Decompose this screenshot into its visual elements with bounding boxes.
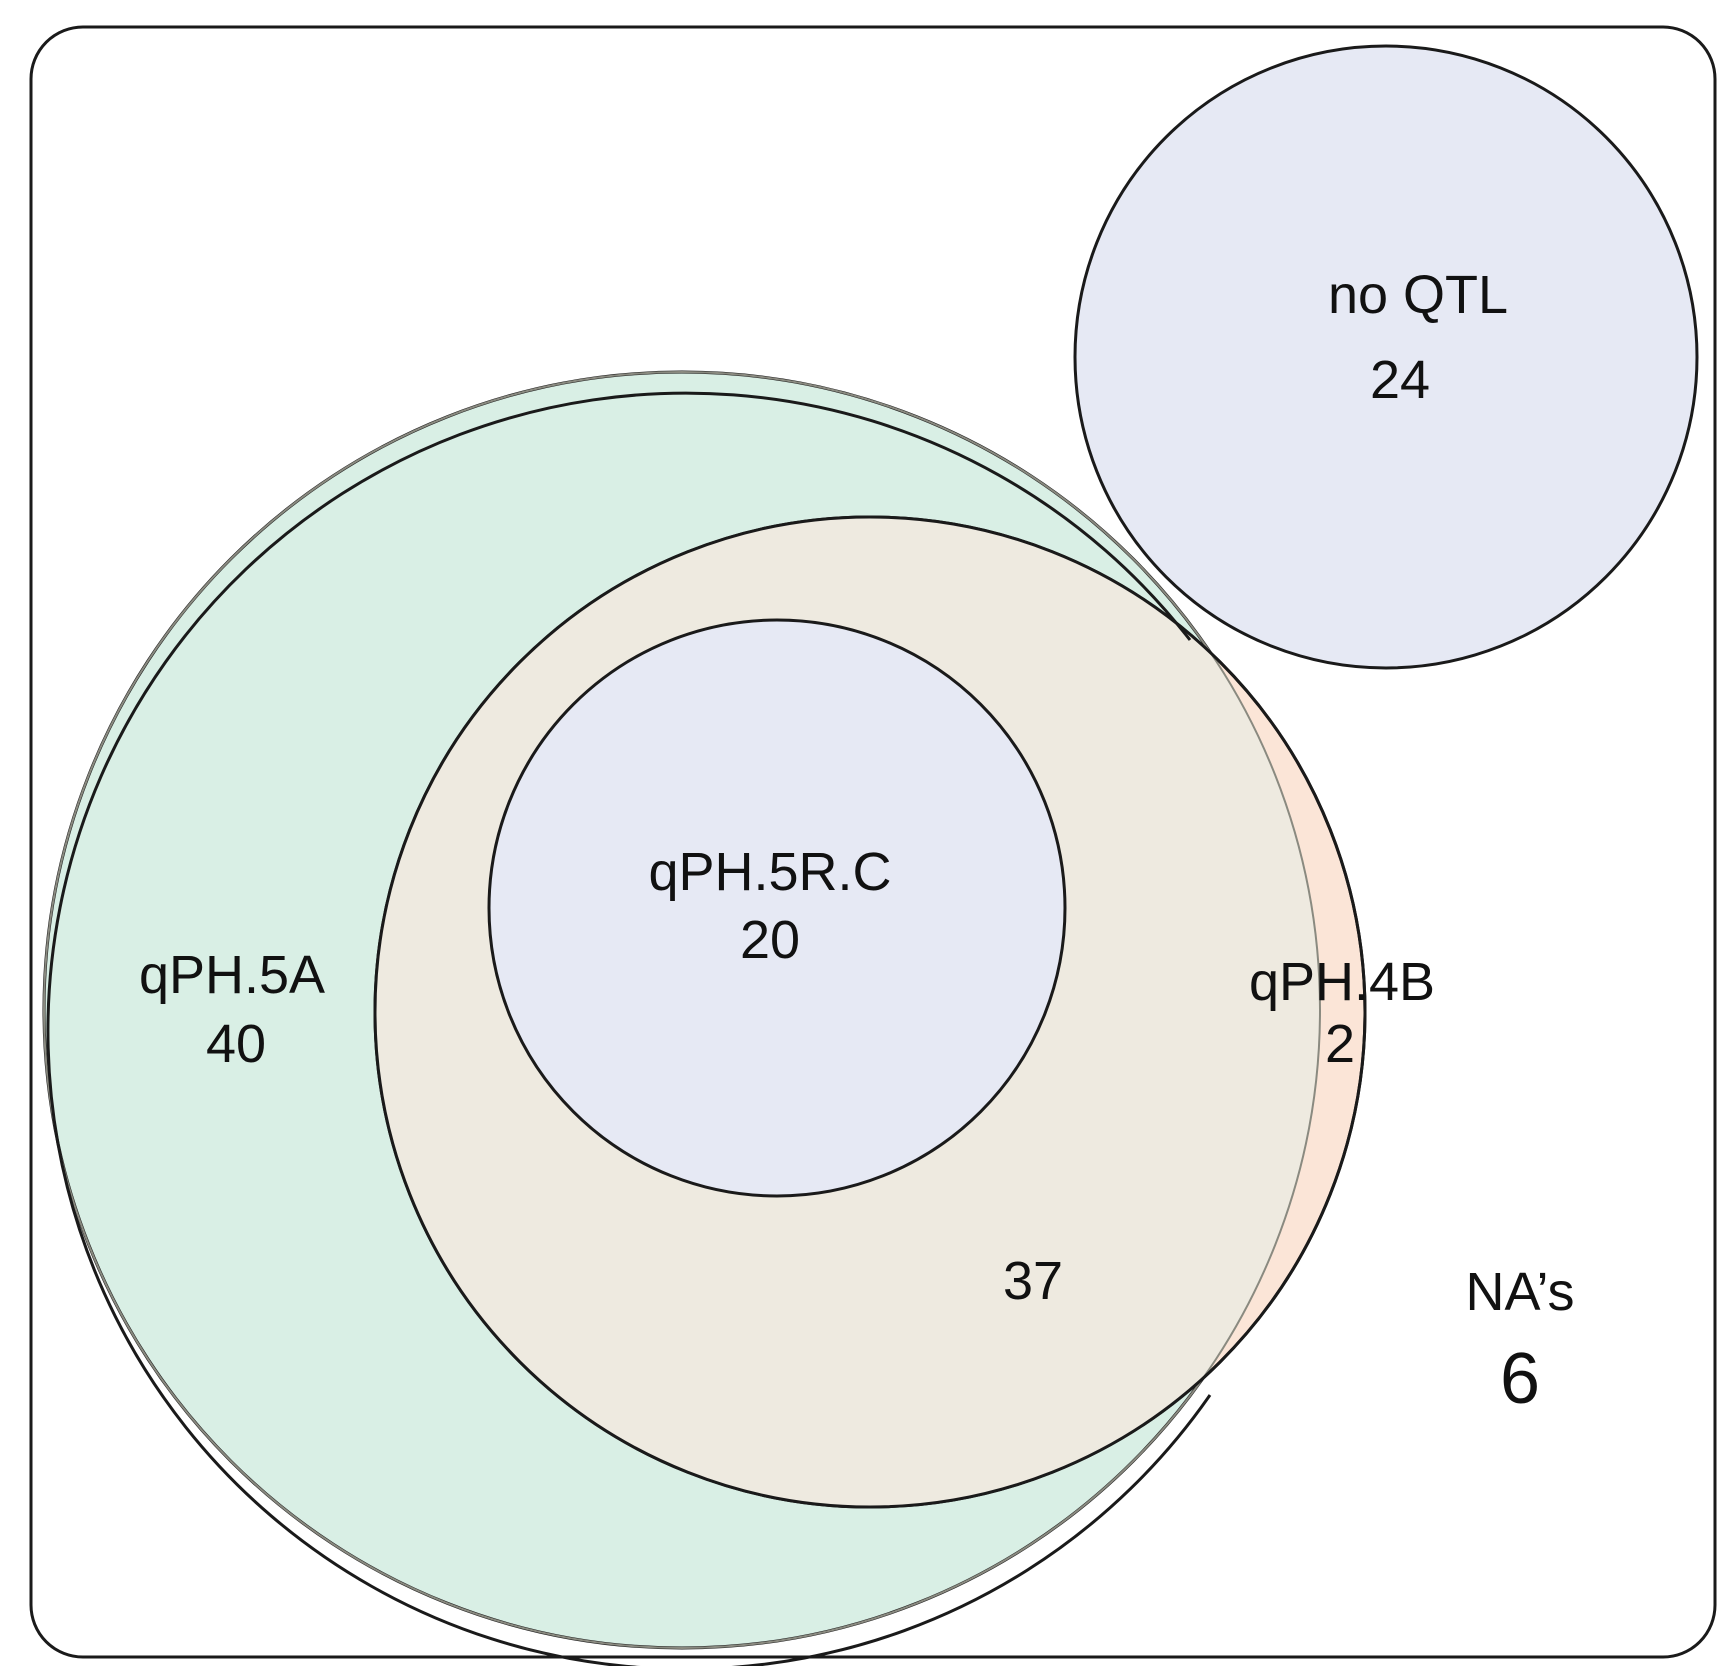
label-na-name: NA’s [1465,1262,1574,1322]
set-outline-qph4b [373,515,1367,1509]
label-no-qtl-name: no QTL [1328,265,1508,325]
label-qph5a-name: qPH.5A [139,945,325,1005]
label-qph5a-count: 40 [206,1014,266,1074]
set-outline-qph5a [43,371,1321,1649]
label-na-count: 6 [1500,1339,1540,1419]
set-circle-no-qtl [1073,44,1699,670]
label-overlap-count: 37 [1003,1251,1063,1311]
label-qph5rc-name: qPH.5R.C [648,842,891,902]
label-qph5rc-count: 20 [740,910,800,970]
set-circle-qph5rc [487,618,1067,1198]
label-qph4b-count: 2 [1325,1014,1355,1074]
label-qph4b-name: qPH.4B [1249,952,1435,1012]
set-outline-qph5a-outer [46,391,1212,1666]
label-no-qtl-count: 24 [1370,350,1430,410]
